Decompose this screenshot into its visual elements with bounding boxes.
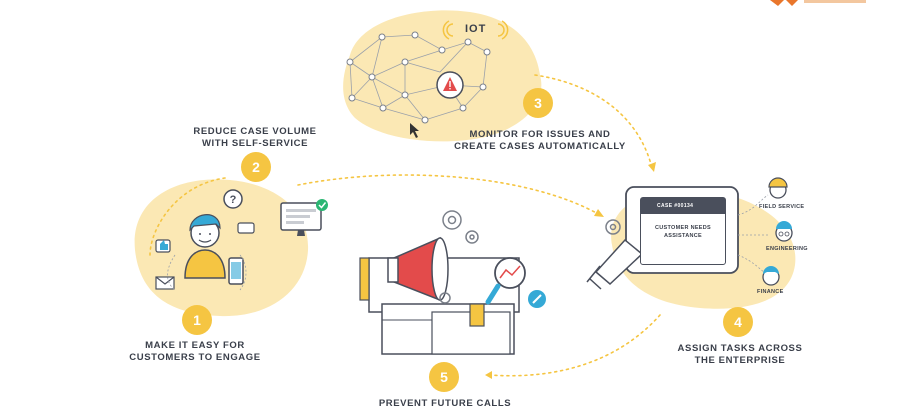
- mouse-cursor-icon: [410, 123, 419, 138]
- step-2-label-line2: WITH SELF-SERVICE: [201, 138, 309, 149]
- flow-arrow-3-to-4: [534, 74, 653, 169]
- case-card-header: CASE #00134: [641, 198, 725, 214]
- engineer-icon: [775, 221, 793, 242]
- step-1-label-line1: MAKE IT EASY FOR: [145, 340, 245, 351]
- blob-customer: [134, 179, 309, 317]
- arrowhead-icon: [648, 162, 656, 172]
- customer-person-icon: [184, 214, 226, 279]
- step-5-badge: 5: [429, 362, 459, 392]
- role-label-engineering: ENGINEERING: [766, 246, 808, 252]
- flow-arrow-1-to-2: [149, 177, 226, 256]
- question-bubble-icon: ?: [223, 189, 243, 209]
- thumbs-up-icon: [155, 239, 171, 253]
- alert-triangle-icon: [436, 71, 464, 99]
- magnifier-chart-icon: [485, 257, 526, 305]
- gear-icon: [605, 219, 621, 235]
- step-3-label: MONITOR FOR ISSUES AND CREATE CASES AUTO…: [440, 129, 640, 153]
- pencil-badge-icon: [528, 290, 546, 308]
- case-card-body-line2: ASSISTANCE: [663, 233, 703, 239]
- case-card: CASE #00134 CUSTOMER NEEDS ASSISTANCE: [640, 197, 726, 265]
- step-2-label-line1: REDUCE CASE VOLUME: [193, 126, 317, 137]
- desktop-monitor-icon: [280, 202, 322, 236]
- field-service-worker-icon: [768, 177, 788, 199]
- arrowhead-icon: [485, 371, 492, 379]
- step-1-label: MAKE IT EASY FOR CUSTOMERS TO ENGAGE: [110, 340, 280, 364]
- step-1-label-line2: CUSTOMERS TO ENGAGE: [129, 352, 261, 363]
- wireless-signal-icon: [442, 20, 509, 40]
- step-5-label-line1: PREVENT FUTURE CALLS: [378, 398, 512, 409]
- step-1-badge: 1: [182, 305, 212, 335]
- step-4-badge: 4: [723, 307, 753, 337]
- mail-envelope-icon: [155, 276, 175, 290]
- chat-bubble-icon: [237, 222, 255, 234]
- svg-text:?: ?: [230, 194, 237, 206]
- step-5-label: PREVENT FUTURE CALLS: [360, 398, 530, 410]
- step-4-label: ASSIGN TASKS ACROSS THE ENTERPRISE: [655, 343, 825, 367]
- gear-icon: [439, 210, 479, 304]
- role-label-field-service: FIELD SERVICE: [759, 204, 805, 210]
- step-2-label: REDUCE CASE VOLUME WITH SELF-SERVICE: [170, 126, 340, 150]
- iot-label: IOT: [465, 23, 487, 35]
- megaphone-icon: [387, 236, 449, 302]
- step-2-badge: 2: [241, 152, 271, 182]
- step-4-label-line1: ASSIGN TASKS ACROSS: [677, 343, 803, 354]
- step-3-badge: 3: [523, 88, 553, 118]
- step-3-label-line2: CREATE CASES AUTOMATICALLY: [454, 141, 626, 152]
- case-card-body-line1: CUSTOMER NEEDS: [654, 225, 712, 231]
- case-card-body: CUSTOMER NEEDS ASSISTANCE: [645, 224, 721, 240]
- brand-logo-icon: [770, 0, 866, 6]
- flow-arrow-4-to-5: [489, 314, 661, 377]
- step-3-label-line1: MONITOR FOR ISSUES AND: [469, 129, 611, 140]
- smartphone-icon: [228, 257, 244, 285]
- checkmark-icon: [316, 199, 328, 211]
- role-label-finance: FINANCE: [757, 289, 784, 295]
- arrowhead-icon: [594, 209, 604, 217]
- flow-arrow-2-to-4: [297, 174, 601, 216]
- finance-person-icon: [762, 266, 780, 286]
- step-4-label-line2: THE ENTERPRISE: [694, 355, 786, 366]
